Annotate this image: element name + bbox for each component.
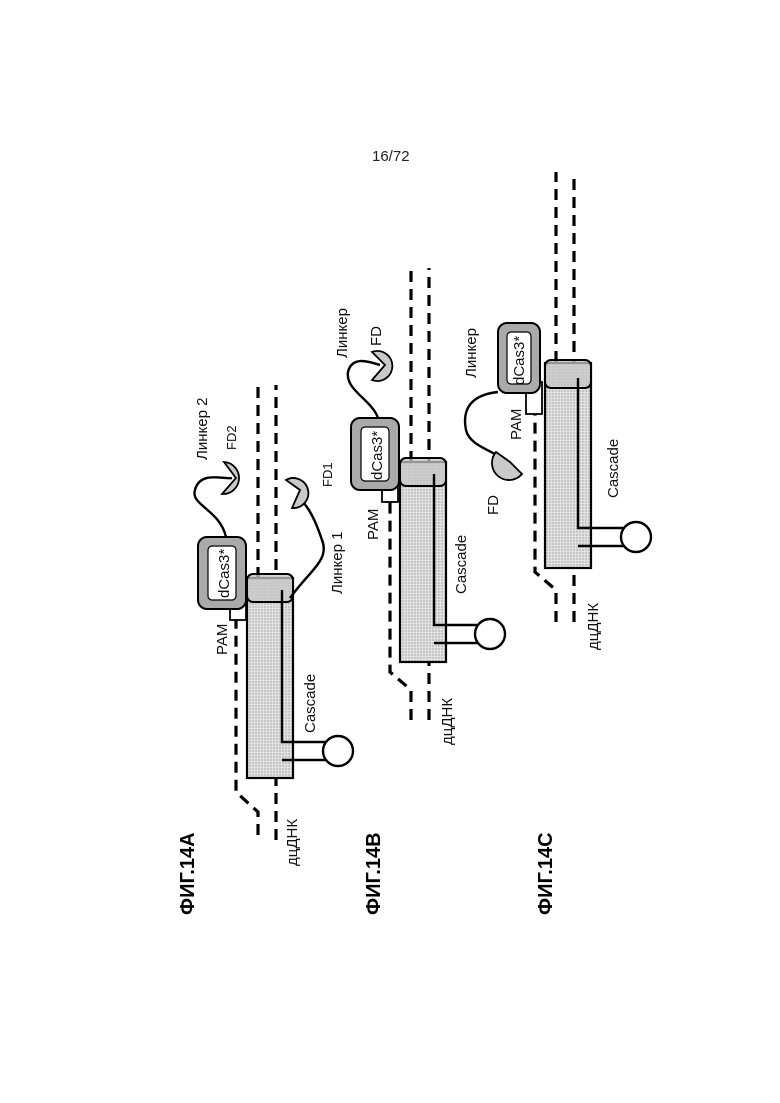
linker-label-14c: Линкер (463, 328, 480, 378)
dcas3-label-14b: dCas3* (369, 431, 386, 480)
cascade-label-14c: Cascade (605, 439, 622, 498)
pam-label-14a: PAM (214, 624, 231, 655)
crrna-hairpin-14b (475, 619, 505, 649)
cascade-label-14a: Cascade (302, 674, 319, 733)
linker-2-label-14a: Линкер 2 (194, 398, 211, 460)
fd2-label-14a: FD2 (224, 425, 239, 450)
pam-label-14b: PAM (365, 509, 382, 540)
cascade-label-14b: Cascade (453, 535, 470, 594)
cascade-complex-14a (247, 578, 293, 778)
cascade-head-14b (400, 458, 446, 486)
dsdna-label-14c: дцДНК (585, 603, 602, 650)
dcas3-label-14a: dCas3* (216, 549, 233, 598)
crrna-hairpin-14c (621, 522, 651, 552)
fd-domain-14c (492, 452, 522, 480)
fd-domain-14b (372, 351, 392, 381)
fd-label-14b: FD (368, 326, 385, 346)
pam-label-14c: PAM (508, 409, 525, 440)
figure-14a: ФИГ.14A дцДНК Cascade PAM dCas3* FD2 Лин… (177, 385, 353, 915)
linker-line-14c (465, 392, 505, 462)
linker-label-14b: Линкер (334, 308, 351, 358)
figure-14c-label: ФИГ.14C (535, 832, 557, 915)
cascade-complex-14b (400, 462, 446, 662)
linker-1-line-14a (290, 500, 324, 598)
cascade-head-14c (545, 360, 591, 388)
dsdna-label-14a: дцДНК (284, 819, 301, 866)
fd-label-14c: FD (485, 495, 502, 515)
crrna-hairpin-14a (323, 736, 353, 766)
cascade-head-14a (247, 574, 293, 602)
dcas3-label-14c: dCas3* (511, 336, 528, 385)
cascade-complex-14c (545, 363, 591, 568)
linker-2-line-14a (194, 477, 232, 537)
linker-1-label-14a: Линкер 1 (329, 532, 346, 594)
figure-14a-label: ФИГ.14A (177, 832, 199, 915)
fd1-label-14a: FD1 (320, 462, 335, 487)
figure-14c: ФИГ.14C дцДНК Cascade PAM dCas3* FD Линк… (463, 172, 651, 915)
linker-line-14b (348, 361, 380, 418)
fd1-domain-14a (286, 478, 308, 508)
dsdna-label-14b: дцДНК (439, 698, 456, 745)
figure-14b-label: ФИГ.14B (363, 832, 385, 915)
